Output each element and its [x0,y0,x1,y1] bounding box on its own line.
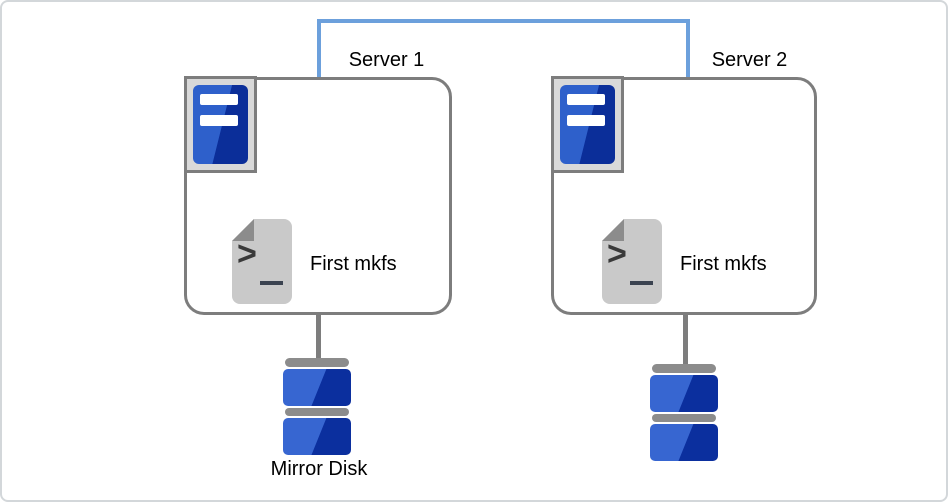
server-drive-slot [567,115,605,126]
server2-first-mkfs-label: First mkfs [680,253,767,275]
cursor-underscore-icon [630,281,653,285]
server1-mirror-disk-icon [283,358,351,455]
page-fold-icon [232,219,254,241]
server1-terminal-script-icon: > [232,219,292,304]
cursor-underscore-icon [260,281,283,285]
disk-platter [283,369,351,406]
disk-middle-band [285,408,349,416]
server-drive-slot [200,115,238,126]
disk-platter [650,375,718,412]
disk-middle-band [652,414,716,422]
server2-computer-icon [551,76,624,173]
disk-cap-band [652,364,716,373]
server-drive-slot [200,94,238,105]
heartbeat-link-line [317,19,690,77]
prompt-glyph: > [237,235,257,273]
server-tower-icon [193,85,248,164]
server1-computer-icon [184,76,257,173]
disk-platter [650,424,718,461]
page-fold-icon [602,219,624,241]
mirror-disk-label: Mirror Disk [270,458,368,480]
disk-platter [283,418,351,455]
server1-first-mkfs-label: First mkfs [310,253,397,275]
server-tower-icon [560,85,615,164]
server2-label: Server 2 [711,49,788,71]
server1-disk-connector-line [316,313,321,361]
disk-cap-band [285,358,349,367]
server-drive-slot [567,94,605,105]
server2-terminal-script-icon: > [602,219,662,304]
server1-label: Server 1 [348,49,425,71]
server2-mirror-disk-icon [650,364,718,461]
prompt-glyph: > [607,235,627,273]
server2-disk-connector-line [683,313,688,367]
